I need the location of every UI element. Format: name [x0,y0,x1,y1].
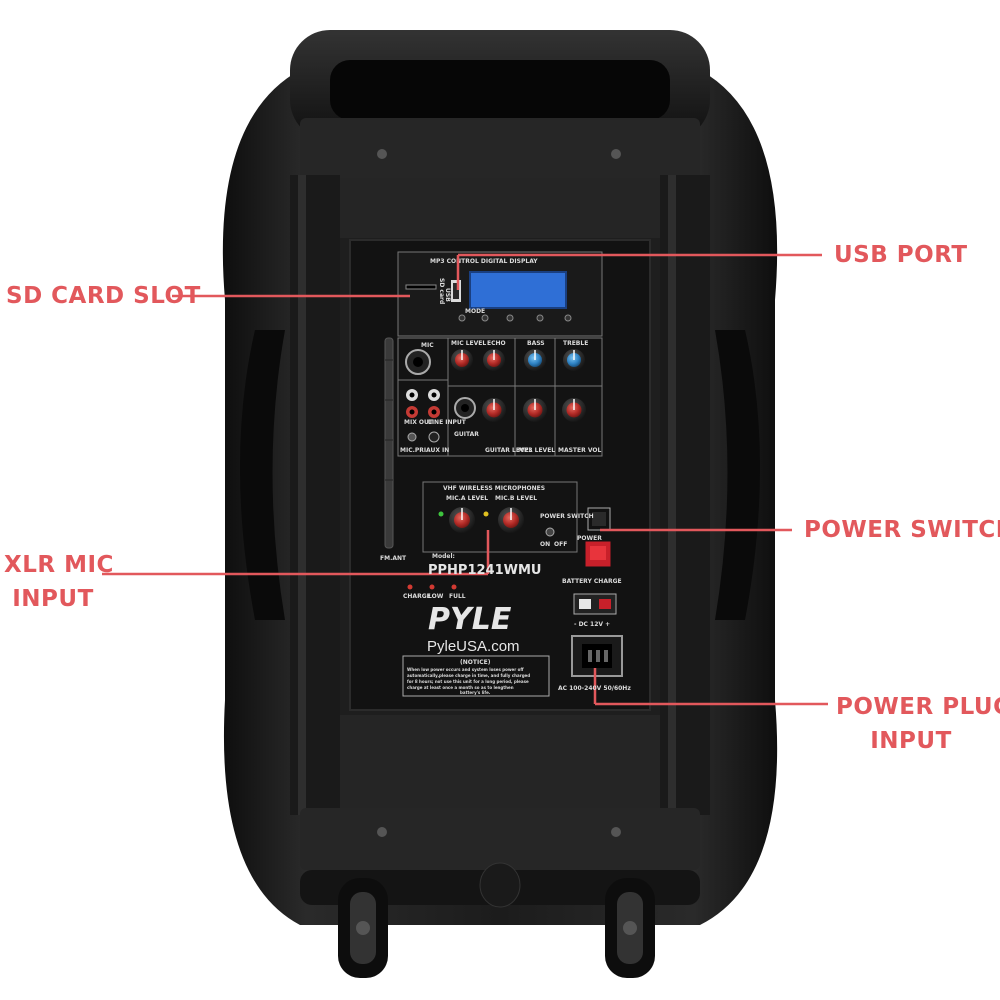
website-text: PyleUSA.com [427,638,520,655]
mic-text: MIC [421,342,434,349]
master-vol-text: MASTER VOL [558,447,601,454]
treble-text: TREBLE [563,340,588,347]
charge-text: CHARGE [403,593,431,600]
echo-text: ECHO [487,340,506,347]
mix-out-text: MIX OUT [404,419,434,426]
notice-line-3: for 8 hours; not use this unit for a lon… [407,679,529,684]
handle-bracket-top [300,118,700,180]
aux-in-text: AUX IN [426,447,449,454]
sd-text: SD card [438,278,445,304]
knob-mic-b-level[interactable] [498,507,524,533]
knob-mp3-level[interactable] [523,398,547,422]
notice-line-2: automatically,please charge in time, and… [407,673,530,678]
on-text: ON [540,541,550,548]
usb-port-callout: USB PORT [834,242,968,268]
mic-pri-text: MIC.PRI [400,447,426,454]
bass-text: BASS [527,340,545,347]
mic-pri-button [407,432,417,442]
notice-line-5: battery's life. [460,690,491,695]
guitar-level-text: GUITAR LEVEL [485,447,533,454]
line-input-text: LINE INPUT [428,419,467,426]
notice-line-4: charge at least once a month so as to le… [407,685,514,690]
power-text: POWER [577,535,602,542]
xlr-mic-callout-line2: INPUT [12,586,94,612]
knob-mic-a-level[interactable] [449,507,475,533]
mp3-header-text: MP3 CONTROL DIGITAL DISPLAY [430,258,538,265]
knob-mic-level[interactable] [451,349,473,371]
aux-in-jack [428,431,440,443]
model-label-text: Model: [432,553,455,560]
xlr-mic-callout-line1: XLR MIC [4,552,114,578]
center-foot [479,862,521,908]
mp3-level-text: MP3 LEVEL [518,447,555,454]
knob-bass[interactable] [524,349,546,371]
power-button-red[interactable] [584,540,612,568]
right-grip [715,330,760,620]
led-charge [407,584,413,590]
guitar-text: GUITAR [454,431,479,438]
sd-card-slot[interactable] [405,284,437,290]
led-low [429,584,435,590]
xlr-mic-callout: XLR MIC INPUT [4,548,114,616]
ac-text: AC 100-240V 50/60Hz [558,685,631,692]
full-text: FULL [449,593,466,600]
off-text: OFF [554,541,567,548]
power-switch-small-text: POWER SWITCH [540,513,594,520]
low-text: LOW [428,593,444,600]
battery-charge-text: BATTERY CHARGE [562,578,622,585]
led-full [451,584,457,590]
power-plug-callout-line2: INPUT [870,728,952,754]
handle-rail-right [660,175,710,815]
power-plug-callout: POWER PLUG INPUT [836,690,1000,758]
mic-b-level-text: MIC.B LEVEL [495,495,537,502]
notice-line-1: When low power occurs and system loses p… [407,667,524,672]
right-wheel [605,878,655,978]
left-grip [240,330,285,620]
wireless-header-text: VHF WIRELESS MICROPHONES [443,485,545,492]
left-wheel [338,878,388,978]
handle-bracket-bottom [300,808,700,870]
fm-antenna [384,337,394,549]
knob-master-vol[interactable] [562,398,586,422]
notice-box [402,655,550,697]
power-plug-callout-line1: POWER PLUG [836,694,1000,720]
mic-level-text: MIC LEVEL [451,340,486,347]
knob-guitar-level[interactable] [482,398,506,422]
knob-treble[interactable] [563,349,585,371]
notice-title-text: (NOTICE) [460,659,491,666]
handle-rail-left [290,175,340,815]
lcd-display [469,271,567,309]
wireless-power-button[interactable] [545,527,555,537]
mode-text: MODE [465,308,485,315]
fm-ant-text: FM.ANT [380,555,407,562]
dc-text: - DC 12V + [574,621,610,628]
mic-a-level-text: MIC.A LEVEL [446,495,488,502]
sd-card-slot-callout: SD CARD SLOT [6,283,201,309]
model-number-text: PPHP1241WMU [428,563,541,578]
knob-echo[interactable] [483,349,505,371]
power-switch-callout: POWER SWITCH [804,517,1000,543]
brand-logo-text: PYLE [428,602,512,637]
usb-text: USB [444,288,451,302]
